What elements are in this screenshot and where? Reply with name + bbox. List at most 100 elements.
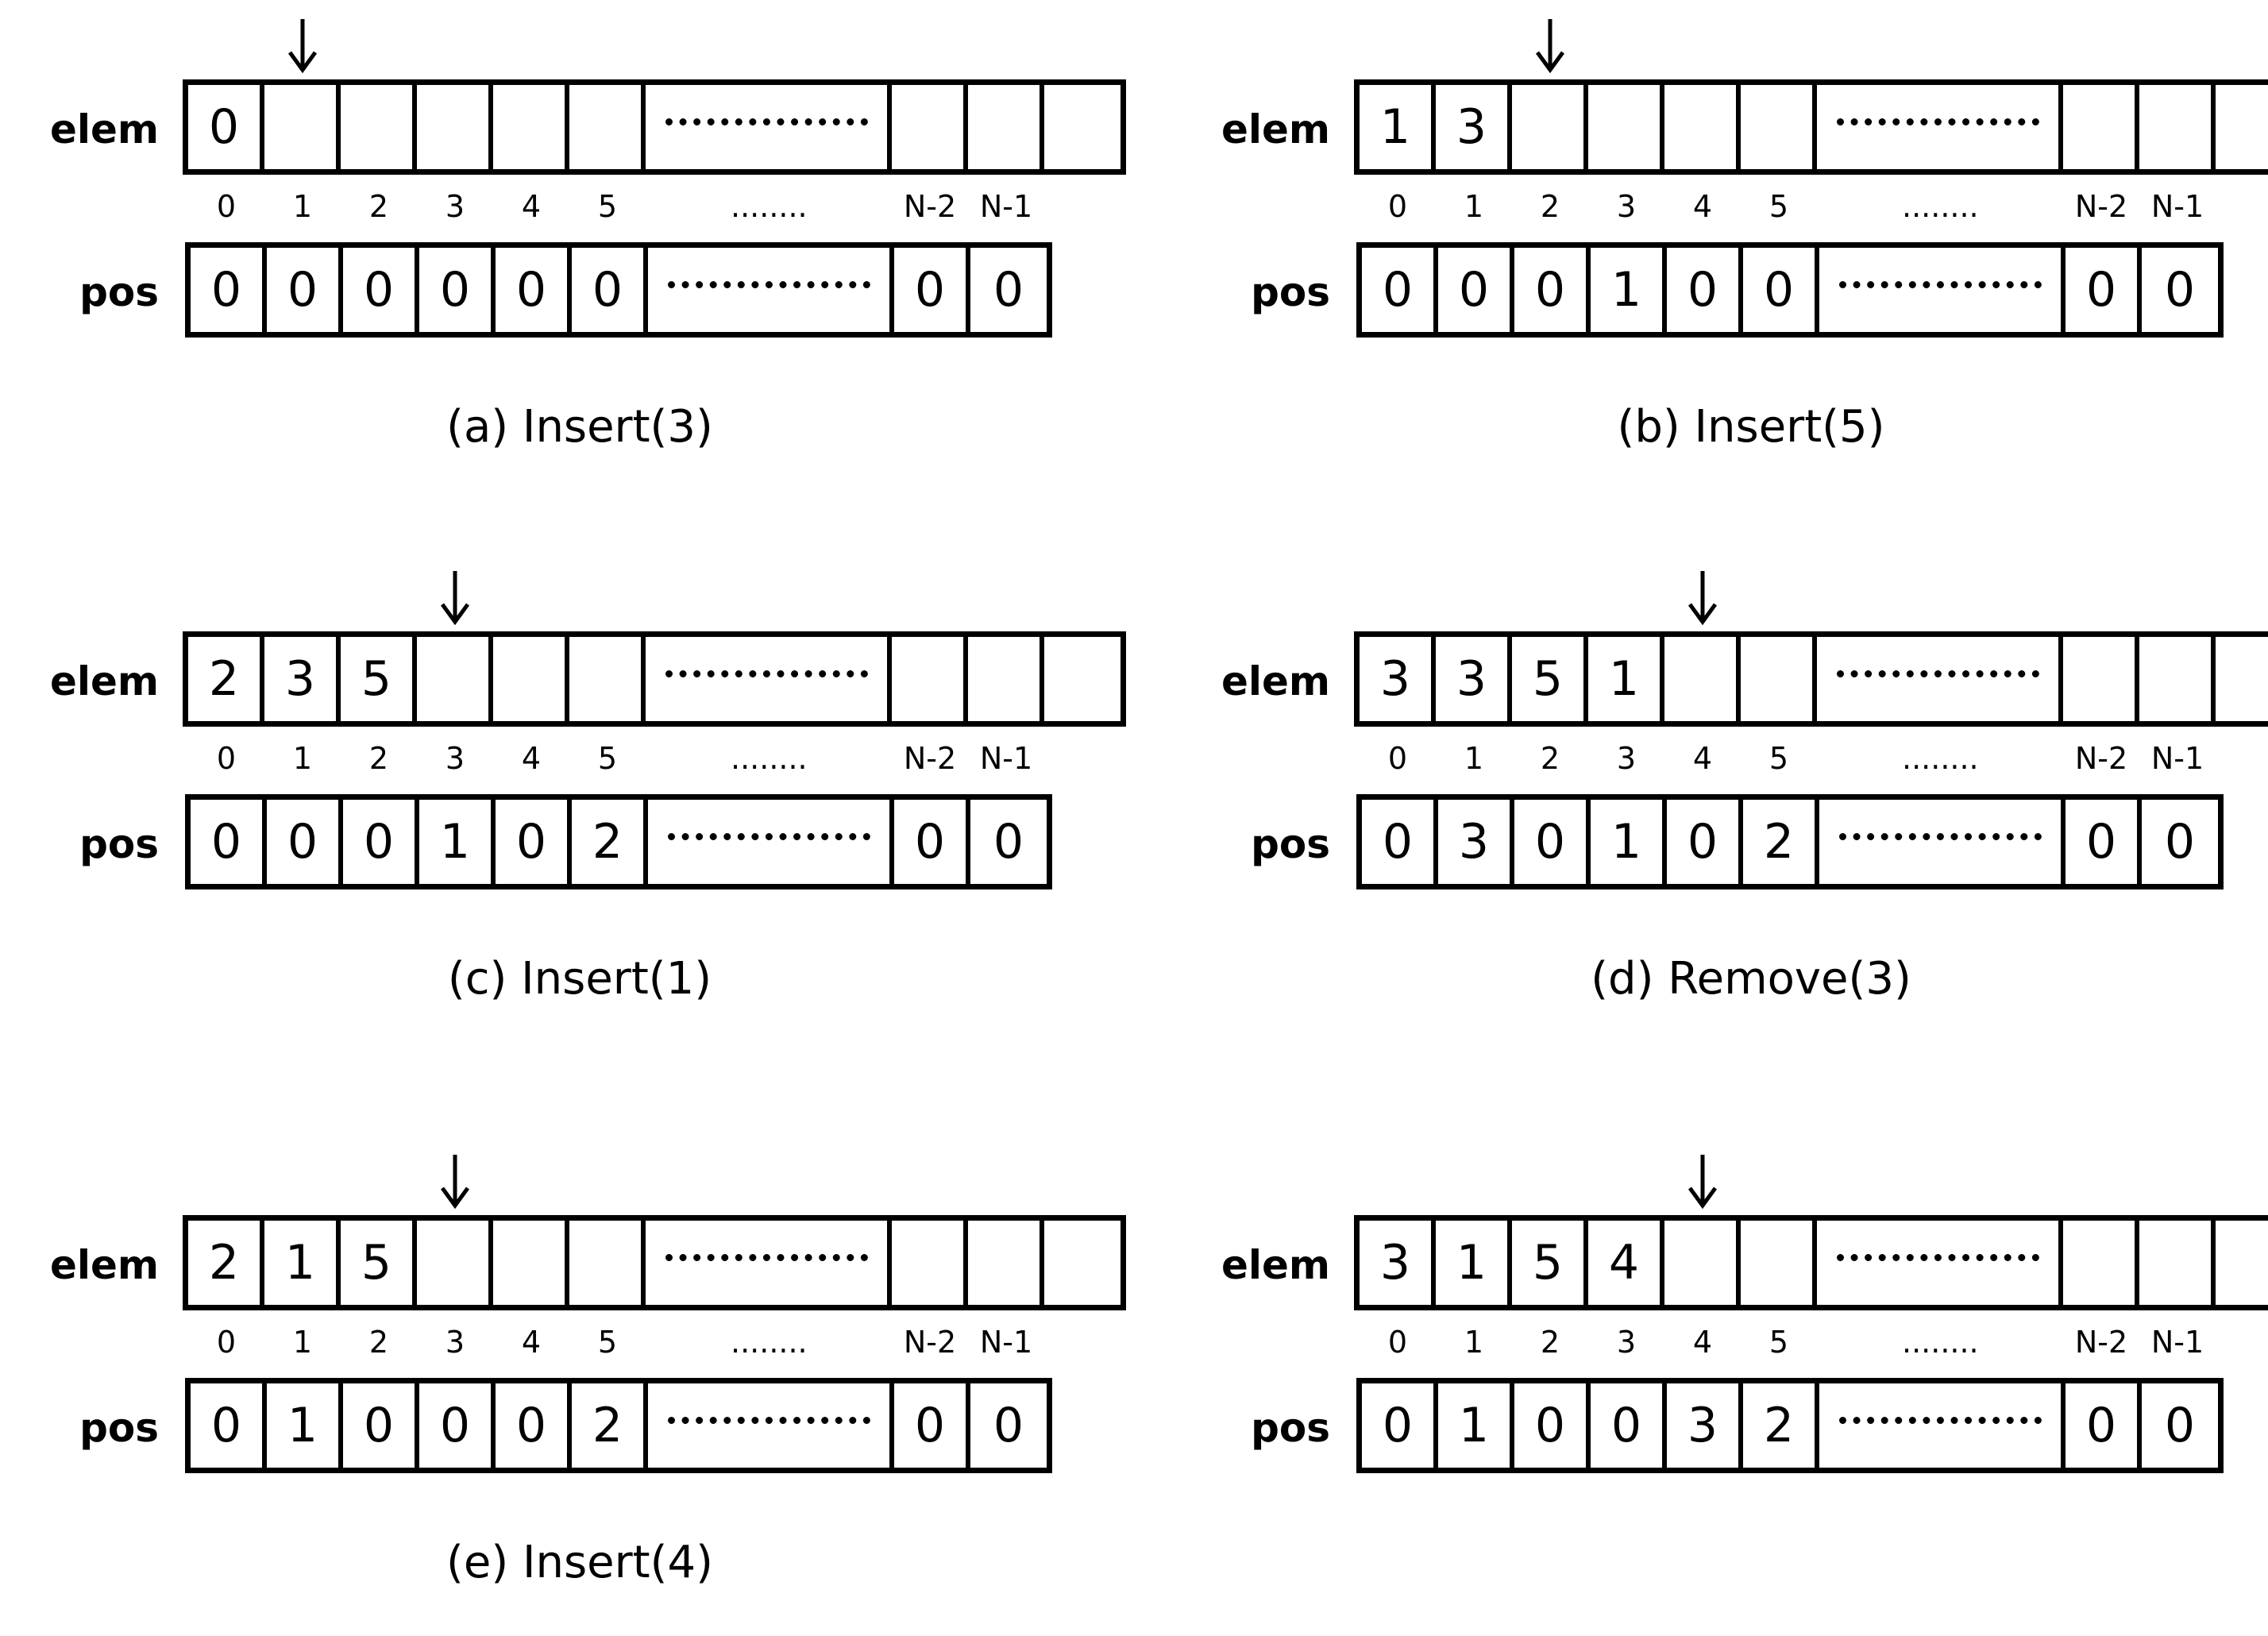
index-label: N-1 [979,741,1033,776]
elem-cell [2216,85,2268,169]
elem-row-label: elem [1221,106,1330,152]
dotted-ellipsis-icon [665,1253,868,1261]
index-label: 1 [1464,189,1484,224]
pos-ellipsis [648,248,894,332]
index-label: N-2 [903,1325,957,1360]
index-label: ........ [1902,1325,1979,1360]
pos-cell: 2 [572,1383,648,1468]
pos-row-label: pos [79,821,159,867]
pos-cell: 2 [1743,800,1819,884]
pos-cell: 2 [572,800,648,884]
pos-cell: 0 [894,800,970,884]
elem-cell [417,1221,493,1305]
elem-cell [1044,637,1120,721]
index-label: N-2 [2074,1325,2128,1360]
dotted-ellipsis-icon [665,669,868,677]
elem-cell [968,1221,1044,1305]
index-label: 3 [445,1325,465,1360]
elem-cell [1741,1221,1817,1305]
index-label: N-2 [903,741,957,776]
index-label: 5 [597,189,618,224]
dotted-ellipsis-icon [667,1416,870,1424]
elem-cell: 2 [188,637,264,721]
elem-cell [968,85,1044,169]
index-label: 3 [1616,741,1637,776]
index-label: 2 [368,189,389,224]
elem-cell: 3 [264,637,341,721]
pos-cell: 1 [267,1383,343,1468]
index-label: 3 [445,741,465,776]
index-label: 0 [1387,741,1408,776]
index-label: 0 [1387,1325,1408,1360]
pos-cell: 0 [1362,248,1438,332]
index-label: 0 [216,741,237,776]
index-label: N-2 [2074,741,2128,776]
elem-cell [2063,1221,2139,1305]
dotted-ellipsis-icon [1838,832,2042,840]
pos-cell: 0 [1362,800,1438,884]
pos-row-label: pos [79,269,159,315]
pos-cell: 0 [1667,800,1743,884]
elem-cell: 5 [1512,637,1588,721]
dotted-ellipsis-icon [667,832,870,840]
elem-cell [569,1221,646,1305]
elem-cell [1664,85,1741,169]
elem-row-label: elem [49,658,159,704]
elem-cell [1741,637,1817,721]
elem-ellipsis [646,85,892,169]
elem-cell: 4 [1588,1221,1664,1305]
pos-cell: 0 [267,248,343,332]
elem-ellipsis [1817,637,2063,721]
elem-cell [1512,85,1588,169]
elem-cell [2139,637,2216,721]
panel-caption: (d) Remove(3) [1591,953,1911,1005]
index-label: 5 [597,741,618,776]
pos-cell: 0 [191,800,267,884]
pos-cell: 0 [1362,1383,1438,1468]
elem-cell: 1 [1588,637,1664,721]
pos-cell: 0 [1667,248,1743,332]
elem-cell [493,1221,569,1305]
index-label: 4 [1692,741,1713,776]
elem-cell [417,637,493,721]
pos-cell: 1 [1591,248,1667,332]
pos-cell: 0 [1514,1383,1591,1468]
pos-ellipsis [1819,1383,2066,1468]
pos-cell: 0 [419,1383,496,1468]
index-label: 1 [292,1325,313,1360]
elem-cell [569,85,646,169]
pointer-arrow-icon [1688,1155,1718,1209]
pos-ellipsis [648,1383,894,1468]
index-label: ........ [731,1325,808,1360]
elem-cell [2139,85,2216,169]
index-label: 1 [292,741,313,776]
elem-ellipsis [1817,85,2063,169]
pos-row-label: pos [79,1405,159,1451]
pos-cell: 0 [894,248,970,332]
pos-cell: 0 [2164,262,2196,318]
index-label: 5 [1768,741,1789,776]
elem-cell: 0 [188,85,264,169]
dotted-ellipsis-icon [665,118,868,125]
elem-cell [1664,1221,1741,1305]
pos-ellipsis [1819,800,2066,884]
pos-cell: 0 [496,248,572,332]
elem-cell [417,85,493,169]
pointer-arrow-icon [1535,19,1565,73]
pos-ellipsis [648,800,894,884]
index-label: 4 [521,1325,542,1360]
index-label: 0 [216,1325,237,1360]
pos-cell: 0 [993,814,1024,870]
index-label: ........ [731,741,808,776]
dotted-ellipsis-icon [667,280,870,288]
index-label: 2 [1540,1325,1560,1360]
pointer-arrow-icon [287,19,318,73]
pos-cell: 0 [2066,248,2142,332]
